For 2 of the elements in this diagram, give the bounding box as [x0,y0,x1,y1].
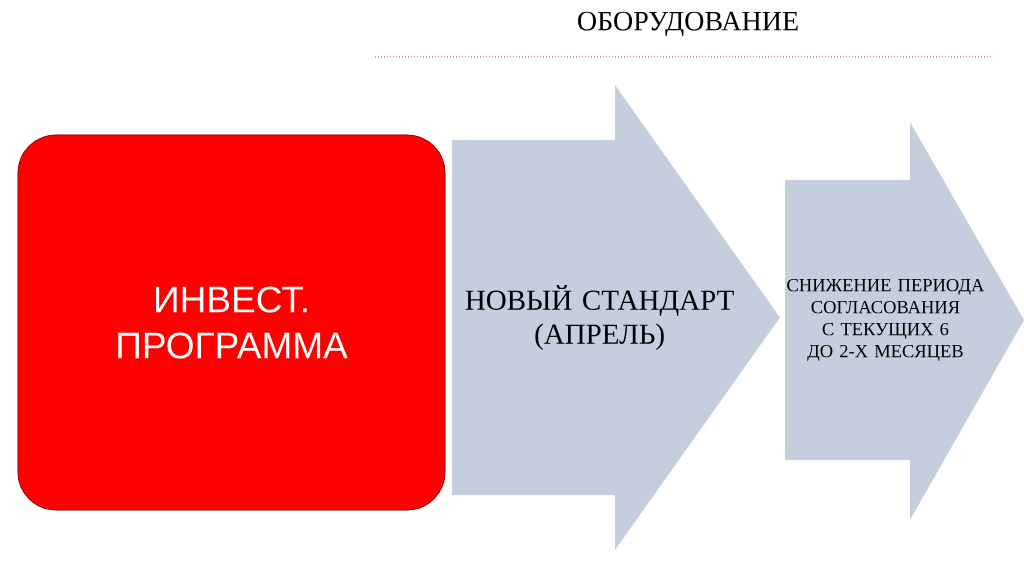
title: ОБОРУДОВАНИЕ [578,11,798,37]
process-box: ИНВЕСТ. ПРОГРАММА [17,134,446,511]
